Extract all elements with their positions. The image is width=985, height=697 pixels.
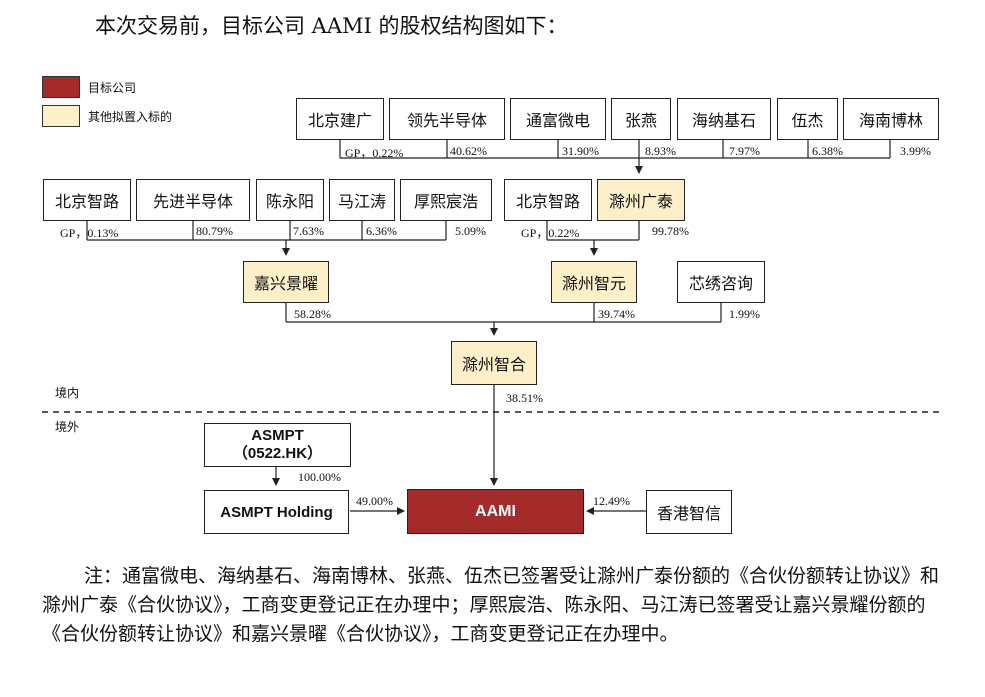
asmpt-box: ASMPT （0522.HK） (204, 423, 351, 467)
shareholder-box: 张燕 (611, 98, 671, 140)
pct-label: 100.00% (298, 470, 341, 484)
shareholder-box: 领先半导体 (389, 98, 505, 140)
region-overseas-label: 境外 (55, 420, 80, 434)
footnote: 注：通富微电、海纳基石、海南博林、张燕、伍杰已签署受让滁州广泰份额的《合伙份额转… (42, 565, 940, 645)
pct-label: 80.79% (196, 224, 233, 238)
pct-label: 3.99% (900, 144, 931, 158)
pct-label: 58.28% (294, 307, 331, 321)
pct-label: GP，0.13% (60, 226, 119, 240)
pct-label: 99.78% (652, 224, 689, 238)
shareholder-box: 香港智信 (646, 490, 732, 534)
pct-label: 8.93% (645, 144, 676, 158)
shareholder-box: 马江涛 (329, 179, 395, 221)
legend-proposed-swatch (42, 105, 80, 127)
asmpt-ticker: （0522.HK） (232, 445, 323, 462)
pct-label: 6.36% (366, 224, 397, 238)
pct-label: GP，0.22% (521, 226, 580, 240)
region-domestic-label: 境内 (55, 386, 80, 400)
shareholder-box: 先进半导体 (136, 179, 250, 221)
pct-label: 38.51% (506, 391, 543, 405)
shareholder-box: 海纳基石 (677, 98, 771, 140)
proposed-target-box: 滁州智元 (551, 261, 637, 303)
shareholder-box: 芯绣咨询 (677, 261, 765, 303)
shareholder-box: 通富微电 (510, 98, 606, 140)
shareholder-box: 北京智路 (504, 179, 592, 221)
pct-label: 49.00% (356, 494, 393, 508)
legend-target-label: 目标公司 (88, 81, 137, 95)
pct-label: 6.38% (812, 144, 843, 158)
proposed-target-box: 嘉兴景曜 (243, 261, 329, 303)
pct-label: 31.90% (562, 144, 599, 158)
pct-label: 7.63% (293, 224, 324, 238)
legend-target-swatch (42, 76, 80, 98)
pct-label: 1.99% (729, 307, 760, 321)
shareholder-box: 陈永阳 (256, 179, 324, 221)
asmpt-holding-box: ASMPT Holding (204, 490, 349, 534)
proposed-target-box: 滁州智合 (451, 341, 537, 385)
pct-label: 39.74% (598, 307, 635, 321)
asmpt-name: ASMPT (251, 427, 304, 444)
shareholder-box: 北京智路 (43, 179, 131, 221)
page-heading: 本次交易前，目标公司 AAMI 的股权结构图如下： (95, 14, 568, 38)
shareholder-box: 海南博林 (843, 98, 939, 140)
pct-label: 5.09% (455, 224, 486, 238)
pct-label: 7.97% (729, 144, 760, 158)
target-company-box: AAMI (407, 489, 584, 534)
pct-label: 40.62% (450, 144, 487, 158)
shareholder-box: 北京建广 (296, 98, 384, 140)
shareholder-box: 厚熙宸浩 (400, 179, 492, 221)
pct-label: 12.49% (593, 494, 630, 508)
legend-proposed-label: 其他拟置入标的 (88, 110, 173, 124)
shareholder-box: 伍杰 (777, 98, 838, 140)
pct-label: GP，0.22% (345, 146, 404, 160)
proposed-target-box: 滁州广泰 (597, 179, 685, 221)
